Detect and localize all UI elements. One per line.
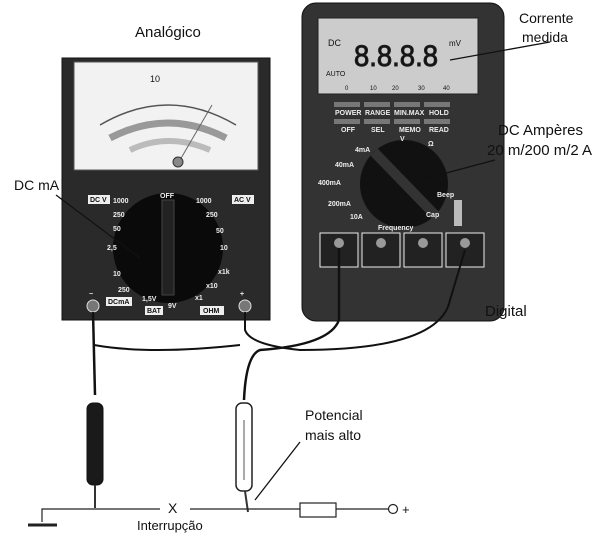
dcv-label: DC V [90, 197, 107, 204]
probe-red [235, 402, 253, 513]
break-mark: X [168, 500, 178, 516]
jack-com[interactable] [403, 232, 443, 268]
button-label: POWER [335, 110, 361, 117]
off-label: OFF [160, 193, 175, 200]
button-label: OFF [341, 127, 356, 134]
bat-range: 1,5V [142, 296, 157, 303]
analog-meter: 10 OFF DC V 1000 250 50 2,5 AC V 1000 25… [61, 57, 271, 321]
current-measured-label: medida [522, 29, 568, 45]
analog-title: Analógico [135, 24, 201, 41]
dial-label: Frequency [378, 225, 414, 232]
lead-wire [91, 311, 97, 396]
break-label: Interrupção [137, 518, 203, 533]
button-label: MEMO [399, 127, 421, 134]
slot [454, 200, 462, 226]
button-row: POWER RANGE MIN.MAX HOLD OFF SEL MEMO RE… [334, 102, 450, 134]
lcd-scale: 40 [443, 86, 450, 92]
acv-range: 10 [220, 245, 228, 252]
acv-range: 1000 [196, 198, 212, 205]
dcma-range: 250 [118, 287, 130, 294]
ohm-label: OHM [203, 308, 220, 315]
acv-range: 250 [206, 212, 218, 219]
dial-label: 40mA [335, 162, 354, 169]
lcd-unit: mV [449, 39, 462, 48]
plus-terminal-label: + [240, 291, 244, 298]
callout-line [55, 194, 141, 259]
dial-label: 4mA [355, 147, 370, 154]
button-label: RANGE [365, 110, 391, 117]
ohm-range: x1 [195, 295, 203, 302]
ohm-range: x10 [206, 283, 218, 290]
lcd-auto: AUTO [326, 71, 346, 78]
dcma-label: DCmA [108, 299, 129, 306]
button-label: MIN.MAX [394, 110, 425, 117]
lcd-scale: 30 [418, 86, 425, 92]
analog-plus-jack[interactable] [238, 299, 252, 313]
button-label: SEL [371, 127, 385, 134]
dial-label: Cap [426, 212, 439, 219]
power-button[interactable] [334, 102, 360, 107]
lcd-dc: DC [328, 38, 341, 48]
probe-black [86, 402, 104, 508]
dcv-range: 50 [113, 226, 121, 233]
range-button[interactable] [364, 102, 390, 107]
analog-scale-window [73, 61, 259, 171]
lcd-display [317, 17, 479, 95]
dcma-range: 10 [113, 271, 121, 278]
supply-terminal [387, 503, 399, 515]
lead-wire [244, 249, 466, 352]
lcd-digits: 8.8.8.8 [354, 40, 438, 73]
minus-terminal-label: − [89, 291, 93, 298]
hold-button[interactable] [424, 102, 450, 107]
callout-line [419, 159, 496, 181]
circuit [28, 502, 399, 527]
off-button[interactable] [334, 119, 360, 124]
ohm-range: x1k [218, 269, 230, 276]
dcv-range: 1000 [113, 198, 129, 205]
minmax-button[interactable] [394, 102, 420, 107]
analog-com-jack[interactable] [86, 299, 100, 313]
resistor [299, 502, 337, 518]
callout-line [449, 41, 551, 61]
lcd-scale: 10 [370, 86, 377, 92]
digital-title: Digital [485, 303, 527, 320]
higher-potential-label: mais alto [305, 427, 361, 443]
dcv-range: 2,5 [107, 245, 117, 252]
dial-label: Ω [428, 141, 434, 148]
dcv-range: 250 [113, 212, 125, 219]
lead-wire [93, 344, 241, 351]
acv-label: AC V [234, 197, 251, 204]
sel-button[interactable] [364, 119, 390, 124]
callout-line [254, 441, 301, 501]
dc-amperes-ranges: 20 m/200 m/2 A [487, 142, 592, 159]
bat-range: 9V [168, 303, 177, 310]
lcd-scale: 20 [392, 86, 399, 92]
dc-amperes-label: DC Ampères [498, 122, 583, 139]
dial-label: 200mA [328, 201, 351, 208]
lead-wire [242, 248, 341, 401]
dial-label: 400mA [318, 180, 341, 187]
memo-button[interactable] [394, 119, 420, 124]
digital-meter: DC 8.8.8.8 mV AUTO 0 10 20 30 40 POWER R… [301, 2, 505, 322]
dial-label: V [400, 136, 405, 143]
analog-needle [179, 104, 213, 161]
plus-label: + [402, 502, 410, 517]
acv-range: 50 [216, 228, 224, 235]
needle-pivot [172, 156, 184, 168]
dial-label: Beep [437, 192, 454, 199]
dc-ma-label: DC mA [14, 177, 60, 193]
button-label: HOLD [429, 110, 449, 117]
scale-number: 10 [150, 74, 160, 84]
dial-label: 10A [350, 214, 363, 221]
button-label: READ [429, 127, 449, 134]
lcd-scale: 0 [345, 86, 349, 92]
bat-label: BAT [147, 308, 162, 315]
higher-potential-label: Potencial [305, 407, 363, 423]
test-leads [91, 248, 466, 401]
read-button[interactable] [424, 119, 450, 124]
current-measured-label: Corrente [519, 10, 574, 26]
